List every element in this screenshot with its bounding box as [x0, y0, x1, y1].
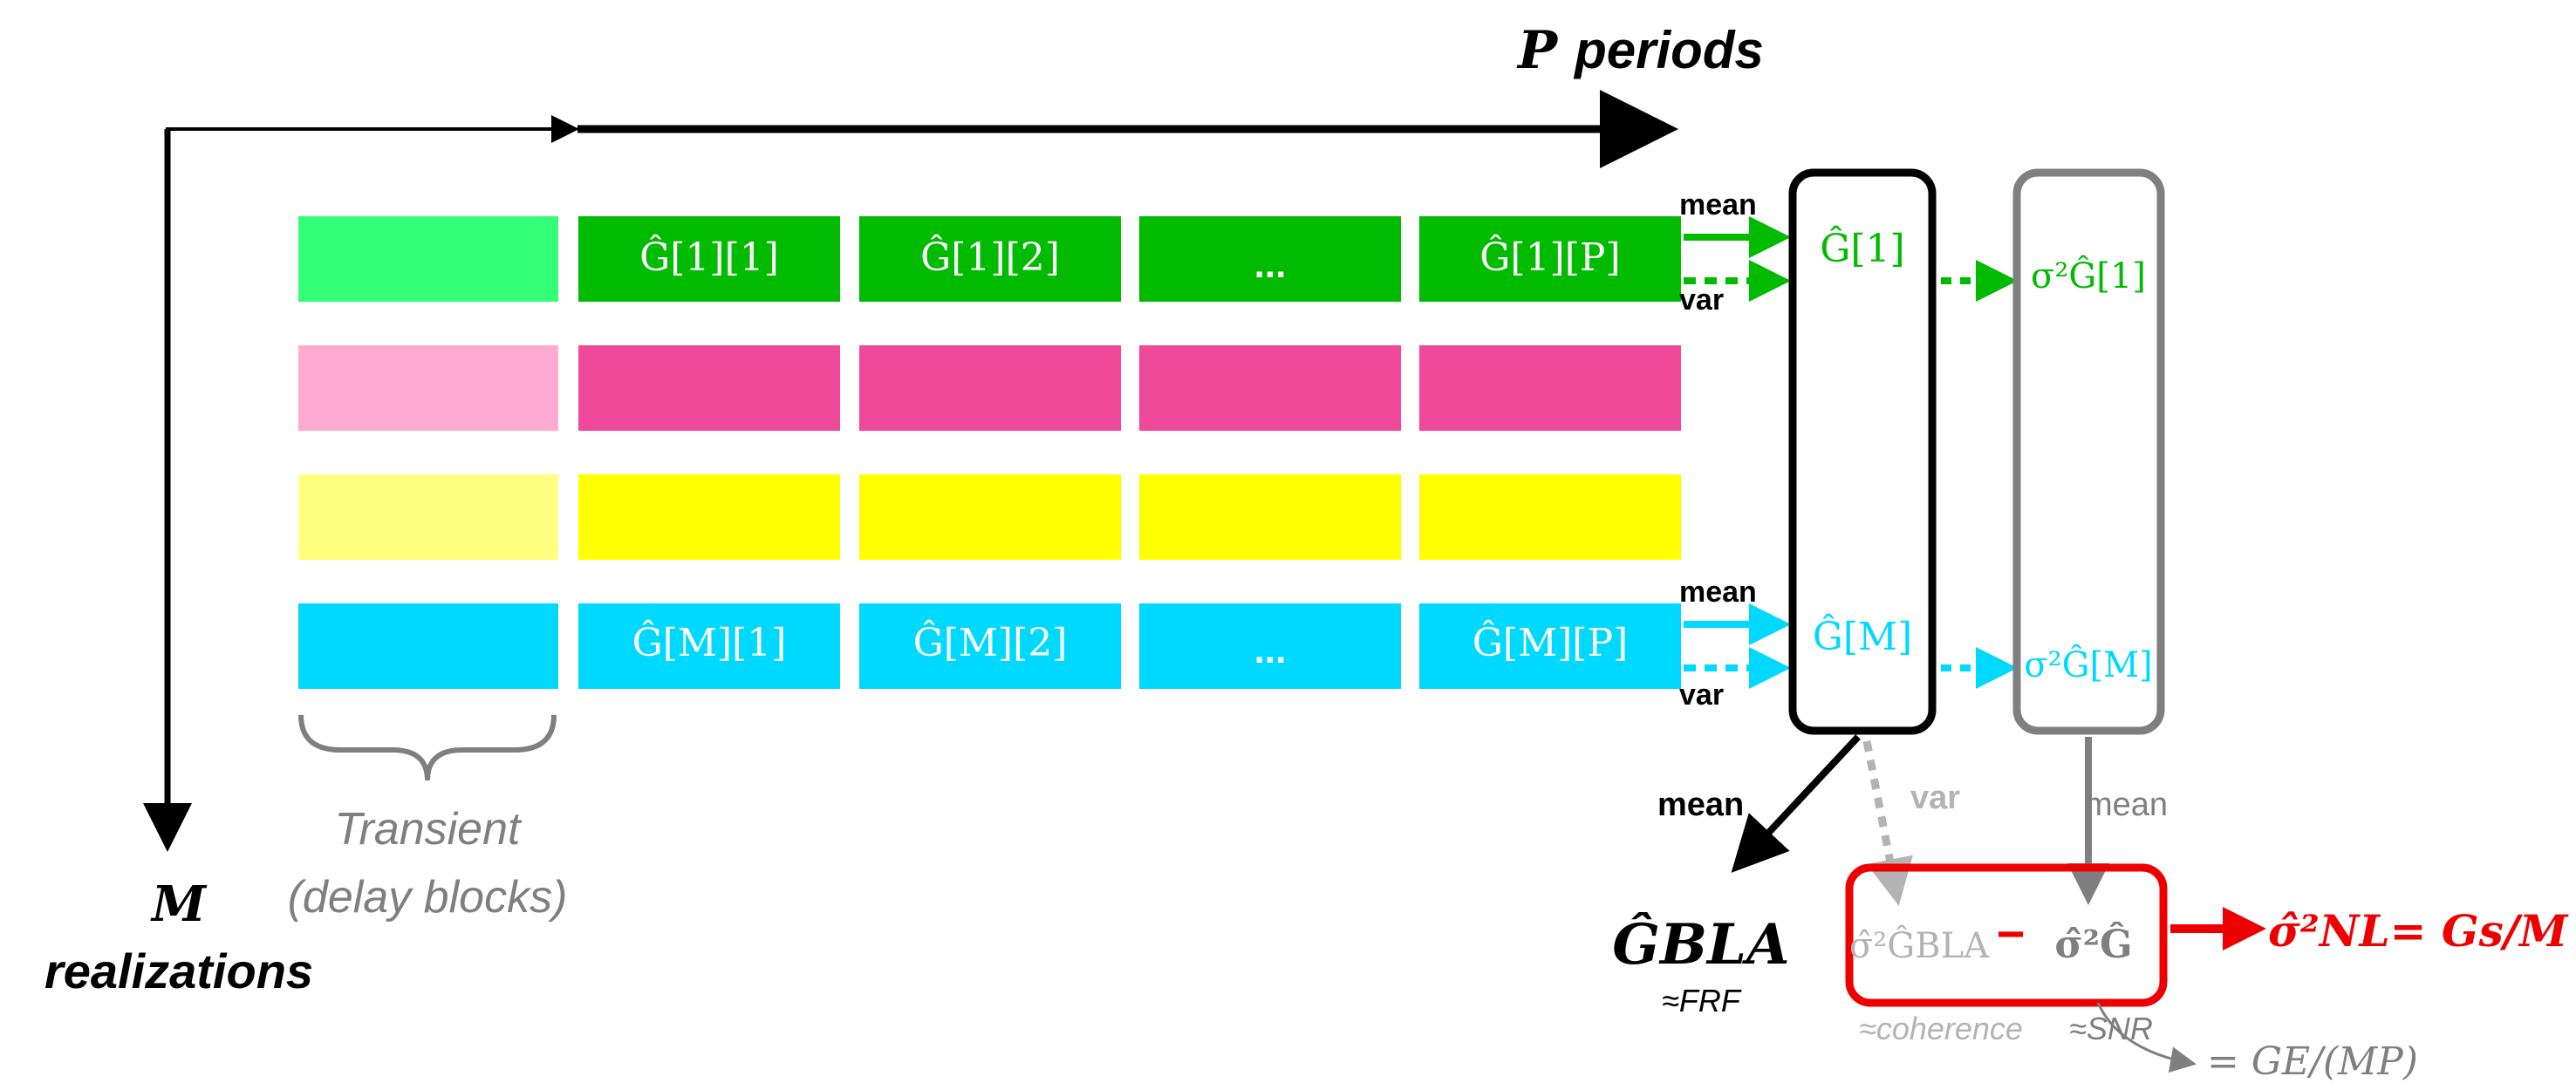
- block-label-m-2: Ĝ[M][2]: [913, 619, 1068, 665]
- coherence-note: ≈coherence: [1859, 1011, 2023, 1046]
- block-label-m-3: ...: [1254, 629, 1287, 671]
- row1-estimate: Ĝ[1]: [1820, 225, 1904, 271]
- transient-block-row2: [298, 345, 558, 431]
- period-block-1-p: [1419, 216, 1681, 302]
- period-block-m-p: [1419, 603, 1681, 689]
- transient-block-rowm: [298, 603, 558, 689]
- bla-variance-term: σ̂²ĜBLA: [1849, 925, 1990, 966]
- bla-symbol: ĜBLA: [1612, 912, 1789, 978]
- bla-var-label: var: [1910, 780, 1960, 816]
- period-block-m-2: [859, 603, 1121, 689]
- rowm-mean-label: mean: [1679, 576, 1757, 609]
- rowm-variance: σ²Ĝ[M]: [2024, 644, 2152, 685]
- block-labels: Ĝ[1][1] Ĝ[1][2] ... Ĝ[1][P] Ĝ[M][1] Ĝ[M]…: [632, 234, 1629, 671]
- block-label-m-p: Ĝ[M][P]: [1472, 619, 1628, 665]
- block-label-1-2: Ĝ[1][2]: [920, 234, 1060, 280]
- minus-sign: −: [1997, 906, 2026, 961]
- bla-result: ĜBLA ≈FRF: [1612, 912, 1789, 1018]
- period-block-2-3: [1139, 345, 1401, 431]
- realizations-m: M: [150, 875, 208, 933]
- bla-var-arrow: [1862, 740, 1913, 906]
- variance-column-box: [2012, 168, 2165, 735]
- block-label-m-1: Ĝ[M][1]: [632, 619, 787, 665]
- period-block-2-2: [859, 345, 1121, 431]
- bla-mean-label: mean: [1657, 787, 1744, 823]
- mean-column-box: [1788, 168, 1937, 735]
- period-block-m-3: [1139, 603, 1401, 689]
- transient-brace: Transient (delay blocks): [288, 714, 568, 923]
- period-block-3-2: [859, 474, 1121, 560]
- periods-symbol: P: [1516, 20, 1559, 81]
- rowm-var-label: var: [1679, 678, 1724, 712]
- bottom-arrows: mean var mean: [1657, 734, 2168, 906]
- period-block-3-3: [1139, 474, 1401, 560]
- period-block-1-3: [1139, 216, 1401, 302]
- block-label-1-3: ...: [1254, 243, 1287, 286]
- periods-word: periods: [1573, 21, 1764, 79]
- bla-note: ≈FRF: [1662, 983, 1742, 1018]
- transient-label-line2: (delay blocks): [288, 872, 568, 923]
- transient-block-row1: [298, 216, 558, 302]
- block-label-1-1: Ĝ[1][1]: [639, 234, 779, 280]
- period-block-2-1: [578, 345, 840, 431]
- row1-mean-label: mean: [1679, 188, 1757, 221]
- transient-brace-shape: [298, 714, 557, 781]
- row1-arrows: mean var: [1679, 188, 1791, 317]
- period-block-m-1: [578, 603, 840, 689]
- row1-variance: σ²Ĝ[1]: [2031, 255, 2146, 296]
- period-block-1-1: [578, 216, 840, 302]
- combination-frame: [1845, 863, 2168, 1007]
- rowm-estimate: Ĝ[M]: [1813, 613, 1913, 659]
- transient-block-row3: [298, 474, 558, 560]
- noise-formula: = GE/(MP): [2207, 1039, 2418, 1084]
- transient-label-line1: Transient: [335, 804, 523, 855]
- combination-box: σ̂²ĜBLA − σ̂²Ĝ ≈coherence ≈SNR: [1845, 863, 2168, 1046]
- block-label-1-p: Ĝ[1][P]: [1479, 234, 1620, 280]
- period-blocks: [298, 216, 1681, 689]
- realizations-label: realizations: [44, 944, 313, 998]
- mean-column: Ĝ[1] Ĝ[M]: [1788, 168, 1937, 735]
- noise-mean-label: mean: [2085, 787, 2168, 823]
- period-block-3-p: [1419, 474, 1681, 560]
- rowm-arrows: mean var: [1679, 576, 1791, 712]
- period-block-3-1: [578, 474, 840, 560]
- row1-var-label: var: [1679, 283, 1724, 317]
- nonlinear-variance-result: σ̂²NL= Gs/M: [2268, 905, 2569, 957]
- noise-variance-term: σ̂²Ĝ: [2054, 921, 2132, 967]
- snr-note: ≈SNR: [2069, 1011, 2153, 1046]
- variance-column: σ²Ĝ[1] σ²Ĝ[M]: [2012, 168, 2165, 735]
- period-block-2-p: [1419, 345, 1681, 431]
- bla-mean-arrow: [1731, 734, 1861, 873]
- noise-curve-arrow: [2096, 1002, 2197, 1073]
- period-block-1-2: [859, 216, 1121, 302]
